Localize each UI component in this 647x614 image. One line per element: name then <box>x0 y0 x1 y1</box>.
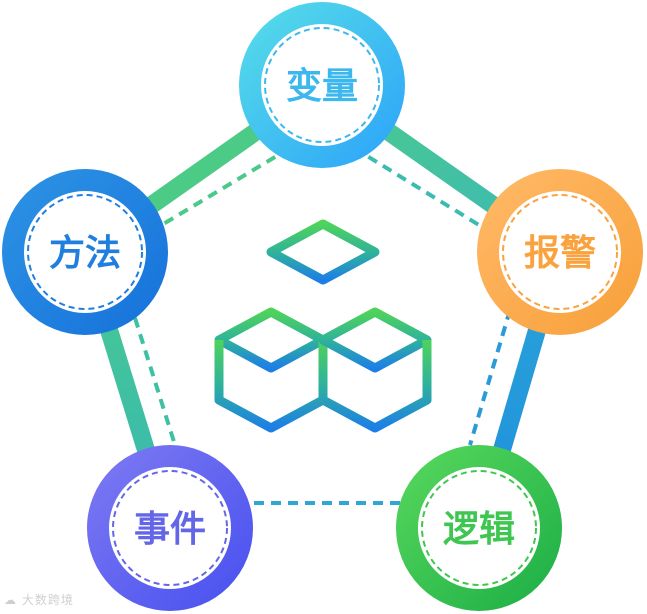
node-label-logic: 逻辑 <box>443 509 515 550</box>
node-variable[interactable]: 变量 <box>239 2 405 168</box>
dashed-ring <box>27 194 143 310</box>
dashed-edge-alarm-logic <box>468 309 512 446</box>
watermark-logo-icon: ☁ <box>4 593 17 607</box>
node-logic[interactable]: 逻辑 <box>396 445 562 611</box>
node-method[interactable]: 方法 <box>2 169 168 335</box>
cubes-icon <box>214 219 432 433</box>
node-event[interactable]: 事件 <box>87 445 253 611</box>
node-label-alarm: 报警 <box>524 233 596 274</box>
dashed-ring <box>502 194 618 310</box>
node-label-event: 事件 <box>134 509 206 550</box>
node-label-variable: 变量 <box>286 65 358 107</box>
dashed-ring <box>112 470 228 586</box>
dashed-ring <box>264 27 380 143</box>
node-alarm[interactable]: 报警 <box>477 169 643 335</box>
node-label-method: 方法 <box>49 233 121 274</box>
watermark: ☁ 大数跨境 <box>4 591 74 608</box>
watermark-text: 大数跨境 <box>21 593 74 607</box>
dashed-ring <box>421 470 537 586</box>
dashed-edge-event-method <box>133 317 177 446</box>
